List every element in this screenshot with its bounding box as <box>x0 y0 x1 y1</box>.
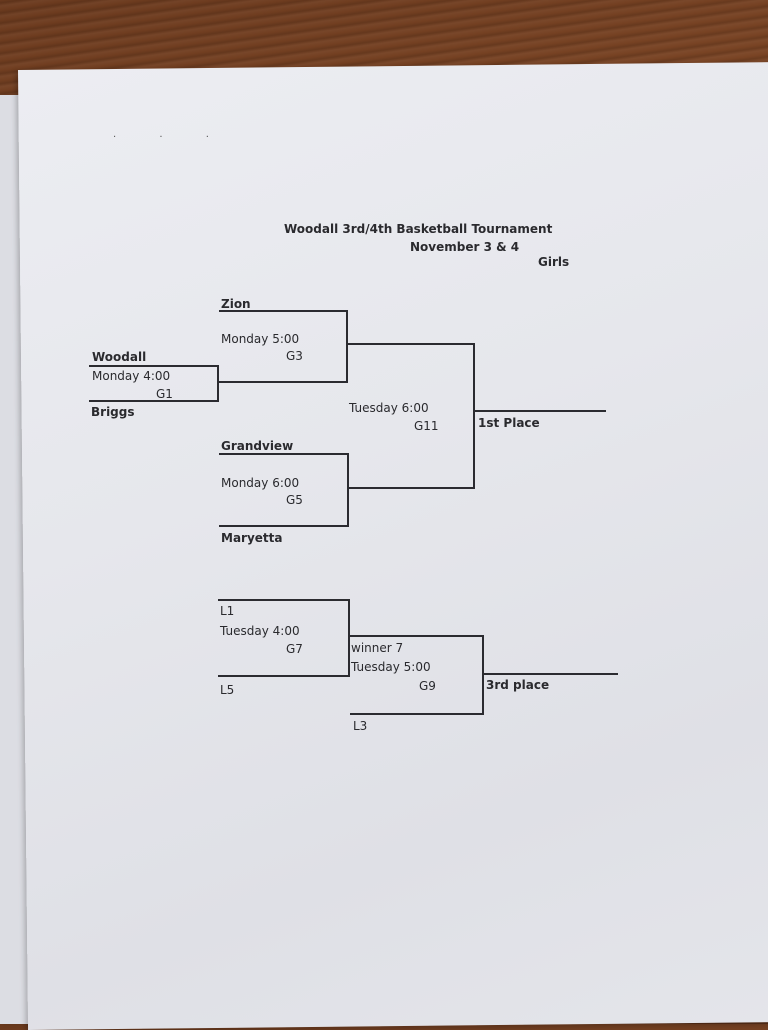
stray-marks: · · · <box>113 132 229 143</box>
g9-right-line <box>482 635 484 715</box>
g3-right-line <box>346 310 348 383</box>
g3-team-top: Zion <box>221 297 251 311</box>
third-place-line <box>483 673 618 675</box>
g5-bottom-line <box>219 525 349 527</box>
g3-bottom-line <box>218 381 347 383</box>
first-place-line <box>474 410 606 412</box>
g7-time: Tuesday 4:00 <box>220 624 300 638</box>
tournament-title: Woodall 3rd/4th Basketball Tournament <box>284 222 553 236</box>
g11-time: Tuesday 6:00 <box>349 401 429 415</box>
g7-team-bottom: L5 <box>220 683 235 697</box>
g9-top-line <box>349 635 483 637</box>
g5-right-line <box>347 453 349 526</box>
g9-team-top: winner 7 <box>351 641 404 655</box>
division-label: Girls <box>538 255 570 269</box>
g9-bottom-line <box>350 713 484 715</box>
g1-time: Monday 4:00 <box>92 369 171 383</box>
g3-time: Monday 5:00 <box>221 332 300 346</box>
g5-team-top: Grandview <box>221 439 294 453</box>
g11-top-line <box>346 343 474 345</box>
g5-top-line <box>219 453 348 455</box>
g1-code: G1 <box>156 387 173 401</box>
third-place-label: 3rd place <box>486 678 550 692</box>
g7-code: G7 <box>286 642 303 656</box>
g9-code: G9 <box>419 679 436 693</box>
g9-time: Tuesday 5:00 <box>351 660 431 674</box>
g9-team-bottom: L3 <box>353 719 368 733</box>
g7-top-line <box>218 599 349 601</box>
g3-code: G3 <box>286 349 303 363</box>
first-place-label: 1st Place <box>478 416 540 430</box>
g1-team-top: Woodall <box>92 350 147 364</box>
g11-right-line <box>473 343 475 489</box>
g7-right-line <box>348 599 350 677</box>
g1-right-line <box>217 365 219 402</box>
g1-team-bottom: Briggs <box>91 405 135 419</box>
g1-top-line <box>89 365 218 367</box>
g11-code: G11 <box>414 419 439 433</box>
g5-time: Monday 6:00 <box>221 476 300 490</box>
g5-code: G5 <box>286 493 303 507</box>
g7-bottom-line <box>218 675 349 677</box>
g7-team-top: L1 <box>220 604 235 618</box>
g1-bottom-line <box>89 400 219 402</box>
g5-team-bottom: Maryetta <box>221 531 283 545</box>
g11-bottom-line <box>348 487 475 489</box>
g3-top-line <box>219 310 347 312</box>
tournament-dates: November 3 & 4 <box>410 240 520 254</box>
